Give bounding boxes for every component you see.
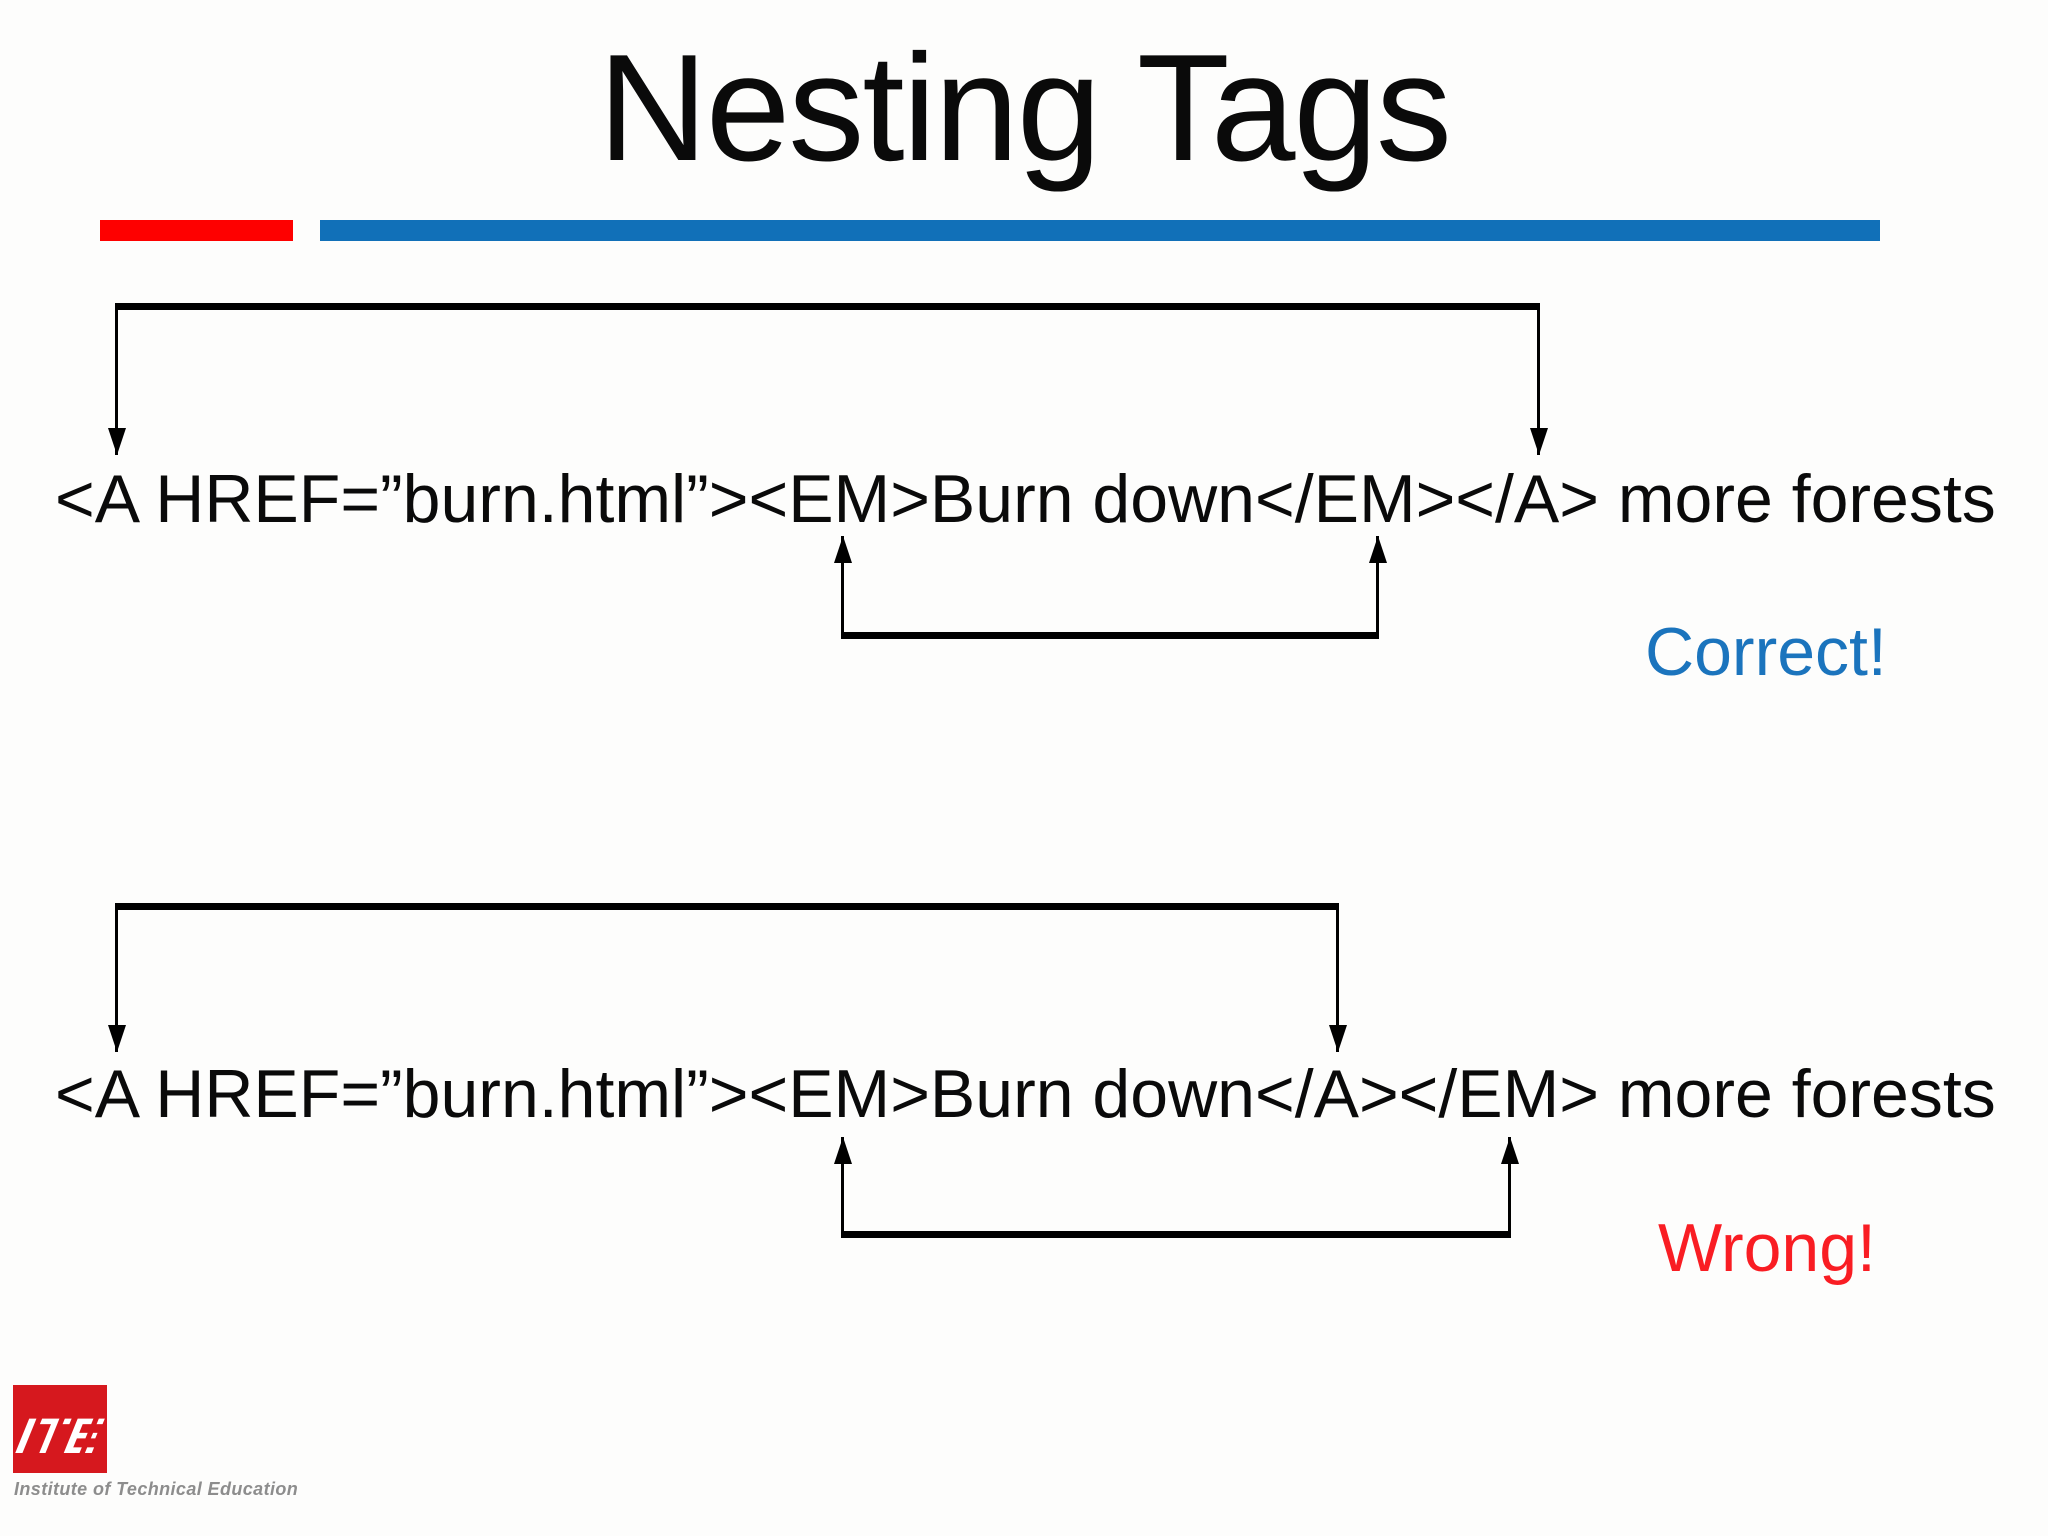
ite-logo-caption: Institute of Technical Education [14, 1479, 299, 1499]
arrow-up-icon [833, 536, 852, 563]
arrow-down-icon [1529, 428, 1548, 455]
inner-em-tag-bracket-arrow-correct [833, 536, 1387, 639]
title-underline-blue-bar [320, 220, 1880, 241]
arrow-up-icon [1368, 536, 1387, 563]
correct-example-code: <A HREF=”burn.html”><EM>Burn down</EM></… [55, 461, 1996, 537]
wrong-verdict-label: Wrong! [1658, 1210, 1876, 1286]
correct-verdict-label: Correct! [1645, 614, 1887, 690]
wrong-example-code: <A HREF=”burn.html”><EM>Burn down</A></E… [55, 1056, 1996, 1132]
arrow-up-icon [1500, 1137, 1519, 1164]
arrow-down-icon [107, 428, 126, 455]
outer-a-tag-bracket-arrow-wrong [107, 903, 1347, 1052]
ite-logo: ITE [13, 1385, 107, 1473]
arrow-up-icon [833, 1137, 852, 1164]
arrow-down-icon [107, 1025, 126, 1052]
arrow-down-icon [1328, 1025, 1347, 1052]
outer-a-tag-bracket-arrow-correct [107, 303, 1548, 455]
inner-em-tag-bracket-arrow-wrong [833, 1137, 1519, 1238]
page-title: Nesting Tags [598, 23, 1452, 193]
title-underline-red-bar [100, 220, 293, 241]
